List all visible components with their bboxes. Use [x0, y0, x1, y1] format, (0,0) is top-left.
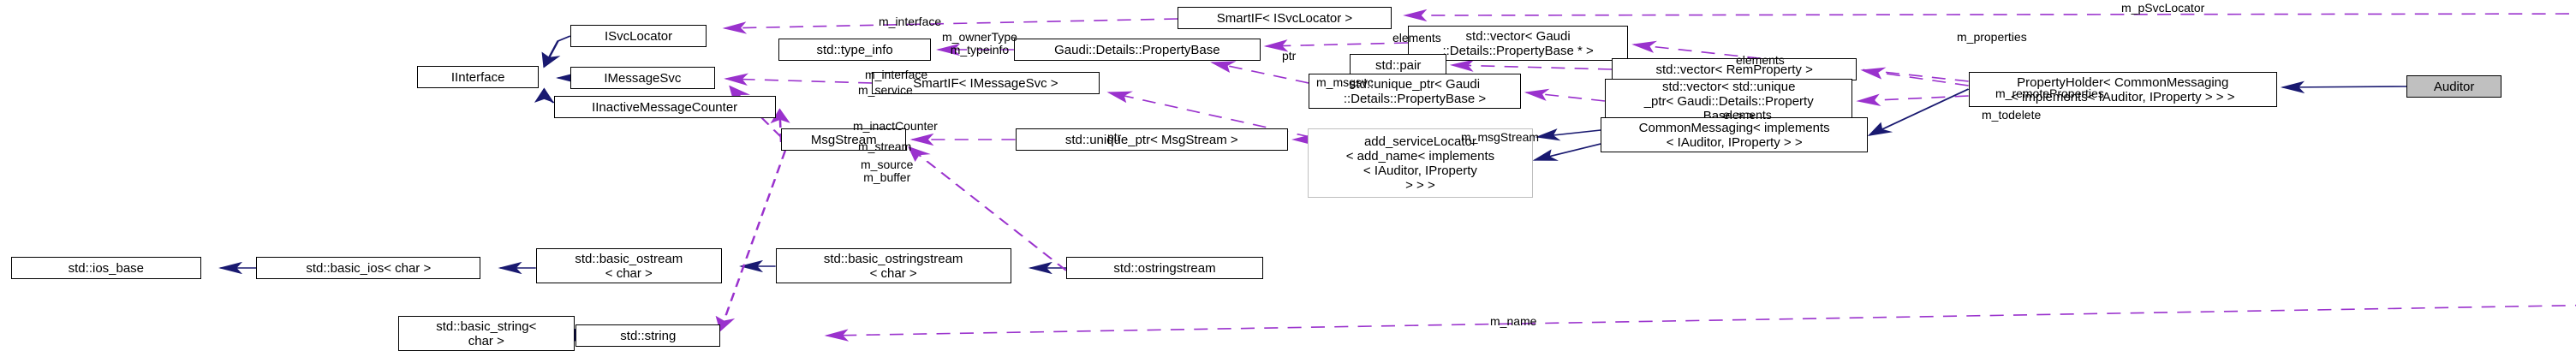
edge-label-m-properties: m_properties — [1957, 30, 2027, 44]
node-smartif-isvclocator[interactable]: SmartIF< ISvcLocator > — [1178, 7, 1392, 29]
node-isvclocator[interactable]: ISvcLocator — [569, 25, 707, 47]
node-commonmessaging[interactable]: CommonMessaging< implements < IAuditor, … — [1601, 117, 1869, 152]
edge-label-ptr-1: ptr — [1282, 49, 1297, 62]
edge-label-m-msgsvc: m_msgsvc — [1316, 75, 1374, 89]
edge-label-m-todelete: m_todelete — [1982, 108, 2042, 122]
node-ios-base[interactable]: std::ios_base — [10, 257, 201, 279]
node-propertyholder[interactable]: PropertyHolder< CommonMessaging < implem… — [1968, 72, 2277, 107]
node-basic-ostream[interactable]: std::basic_ostream < char > — [535, 248, 722, 283]
edge-label-m-interface-2: m_interface — [865, 68, 928, 81]
edge-label-elements-1: elements — [1392, 31, 1441, 45]
node-add-servicelocator[interactable]: add_serviceLocator < add_name< implement… — [1307, 128, 1534, 198]
edge-label-m-inactcounter: m_inactCounter — [853, 119, 938, 133]
node-auditor[interactable]: Auditor — [2406, 75, 2502, 98]
node-vector-unique-ptr-propertybase[interactable]: std::vector< std::unique _ptr< Gaudi::De… — [1604, 79, 1853, 123]
node-vector-remproperty[interactable]: std::vector< RemProperty > — [1612, 58, 1857, 80]
edge-label-m-name: m_name — [1490, 314, 1537, 328]
node-iinterface[interactable]: IInterface — [417, 66, 539, 88]
node-string[interactable]: std::string — [575, 324, 721, 347]
edge-label-m-remoteproperties: m_remoteProperties — [1995, 86, 2104, 100]
node-basic-ostringstream[interactable]: std::basic_ostringstream < char > — [775, 248, 1011, 283]
edge-label-m-service: m_service — [858, 83, 913, 97]
node-unique-ptr-msgstream[interactable]: std::unique_ptr< MsgStream > — [1015, 128, 1288, 151]
node-iinactivemessagecounter[interactable]: IInactiveMessageCounter — [553, 96, 776, 118]
edge-label-elements-2: elements — [1736, 53, 1785, 67]
edge-label-m-ownertype: m_ownerType m_typeinfo — [942, 30, 1017, 57]
edge-label-ptr-2: ptr — [1107, 130, 1122, 144]
edge-label-m-source-buffer: m_source m_buffer — [861, 158, 914, 184]
node-propertybase[interactable]: Gaudi::Details::PropertyBase — [1013, 39, 1261, 61]
node-basic-ios[interactable]: std::basic_ios< char > — [256, 257, 481, 279]
edge-label-m-msgstream: m_msgStream — [1461, 130, 1540, 144]
edge-label-m-interface-top: m_interface — [879, 15, 942, 28]
node-basic-string[interactable]: std::basic_string< char > — [397, 316, 575, 351]
edge-label-m-psvclocator: m_pSvcLocator — [2121, 1, 2205, 15]
node-type-info[interactable]: std::type_info — [778, 39, 932, 61]
node-msgstream[interactable]: MsgStream — [781, 128, 907, 151]
node-ostringstream[interactable]: std::ostringstream — [1066, 257, 1264, 279]
node-unique-ptr-propertybase[interactable]: std::unique_ptr< Gaudi ::Details::Proper… — [1309, 74, 1521, 109]
edge-label-m-stream: m_stream — [858, 140, 912, 153]
edge-label-elements-3: elements — [1723, 108, 1772, 122]
node-smartif-imessagesvc[interactable]: SmartIF< IMessageSvc > — [872, 72, 1100, 94]
node-imessagesvc[interactable]: IMessageSvc — [569, 67, 715, 89]
